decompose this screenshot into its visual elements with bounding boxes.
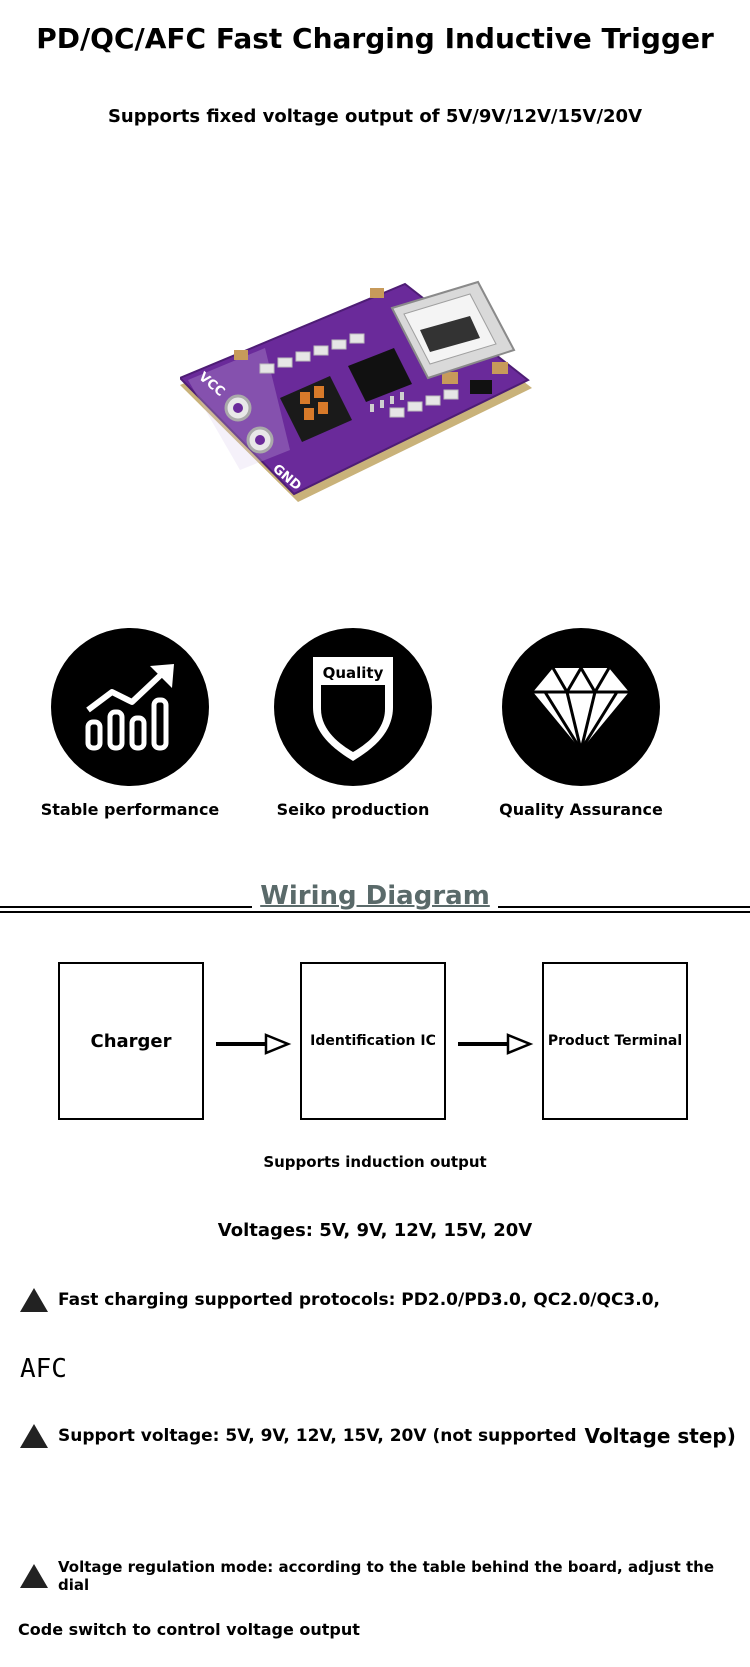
feature-circle [502,628,660,786]
product-terminal-box: Product Terminal [542,962,688,1120]
regulation-continued: Code switch to control voltage output [18,1620,360,1639]
charger-box: Charger [58,962,204,1120]
growth-chart-icon [85,664,174,751]
regulation-text: Voltage regulation mode: according to th… [58,1558,714,1594]
protocols-continued: AFC [20,1354,67,1384]
identification-ic-box: Identification IC [300,962,446,1120]
triangle-bullet-icon [20,1288,48,1312]
quality-shield-icon: Quality [313,657,393,761]
diamond-icon [533,665,629,752]
voltages-caption: Voltages: 5V, 9V, 12V, 15V, 20V [217,1220,533,1241]
ic-chip [348,348,412,402]
divider-bottom [0,911,750,913]
feature-label: Quality Assurance [499,800,663,819]
product-image: VCC GND [178,280,560,540]
protocols-text: Fast charging supported protocols: PD2.0… [58,1290,661,1310]
page-title: PD/QC/AFC Fast Charging Inductive Trigge… [36,22,714,55]
feature-circle: Quality [274,628,432,786]
induction-output-caption: Supports induction output [263,1153,487,1171]
feature-label: Stable performance [40,800,220,819]
page-subtitle: Supports fixed voltage output of 5V/9V/1… [107,106,643,127]
wiring-diagram-heading: Wiring Diagram [0,881,750,911]
pcb-board-illustration: VCC GND [178,280,532,502]
arrow-right-icon [458,1033,534,1055]
dip-switch [280,376,352,442]
triangle-bullet-icon [20,1564,48,1588]
support-voltage-text: Support voltage: 5V, 9V, 12V, 15V, 20V (… [58,1426,577,1446]
feature-quality-assurance: Quality Assurance [486,628,676,819]
feature-label: Seiko production [276,800,430,819]
quality-badge-text: Quality [323,664,384,682]
support-voltage-bullet: Support voltage: 5V, 9V, 12V, 15V, 20V (… [20,1424,736,1448]
feature-circle [51,628,209,786]
regulation-bullet: Voltage regulation mode: according to th… [20,1558,750,1594]
arrow-right-icon [216,1033,292,1055]
triangle-bullet-icon [20,1424,48,1448]
support-voltage-tail: Voltage step) [584,1424,736,1448]
protocols-bullet: Fast charging supported protocols: PD2.0… [20,1288,660,1312]
feature-stable-performance: Stable performance [35,628,225,819]
feature-seiko-production: Quality Seiko production [258,628,448,819]
